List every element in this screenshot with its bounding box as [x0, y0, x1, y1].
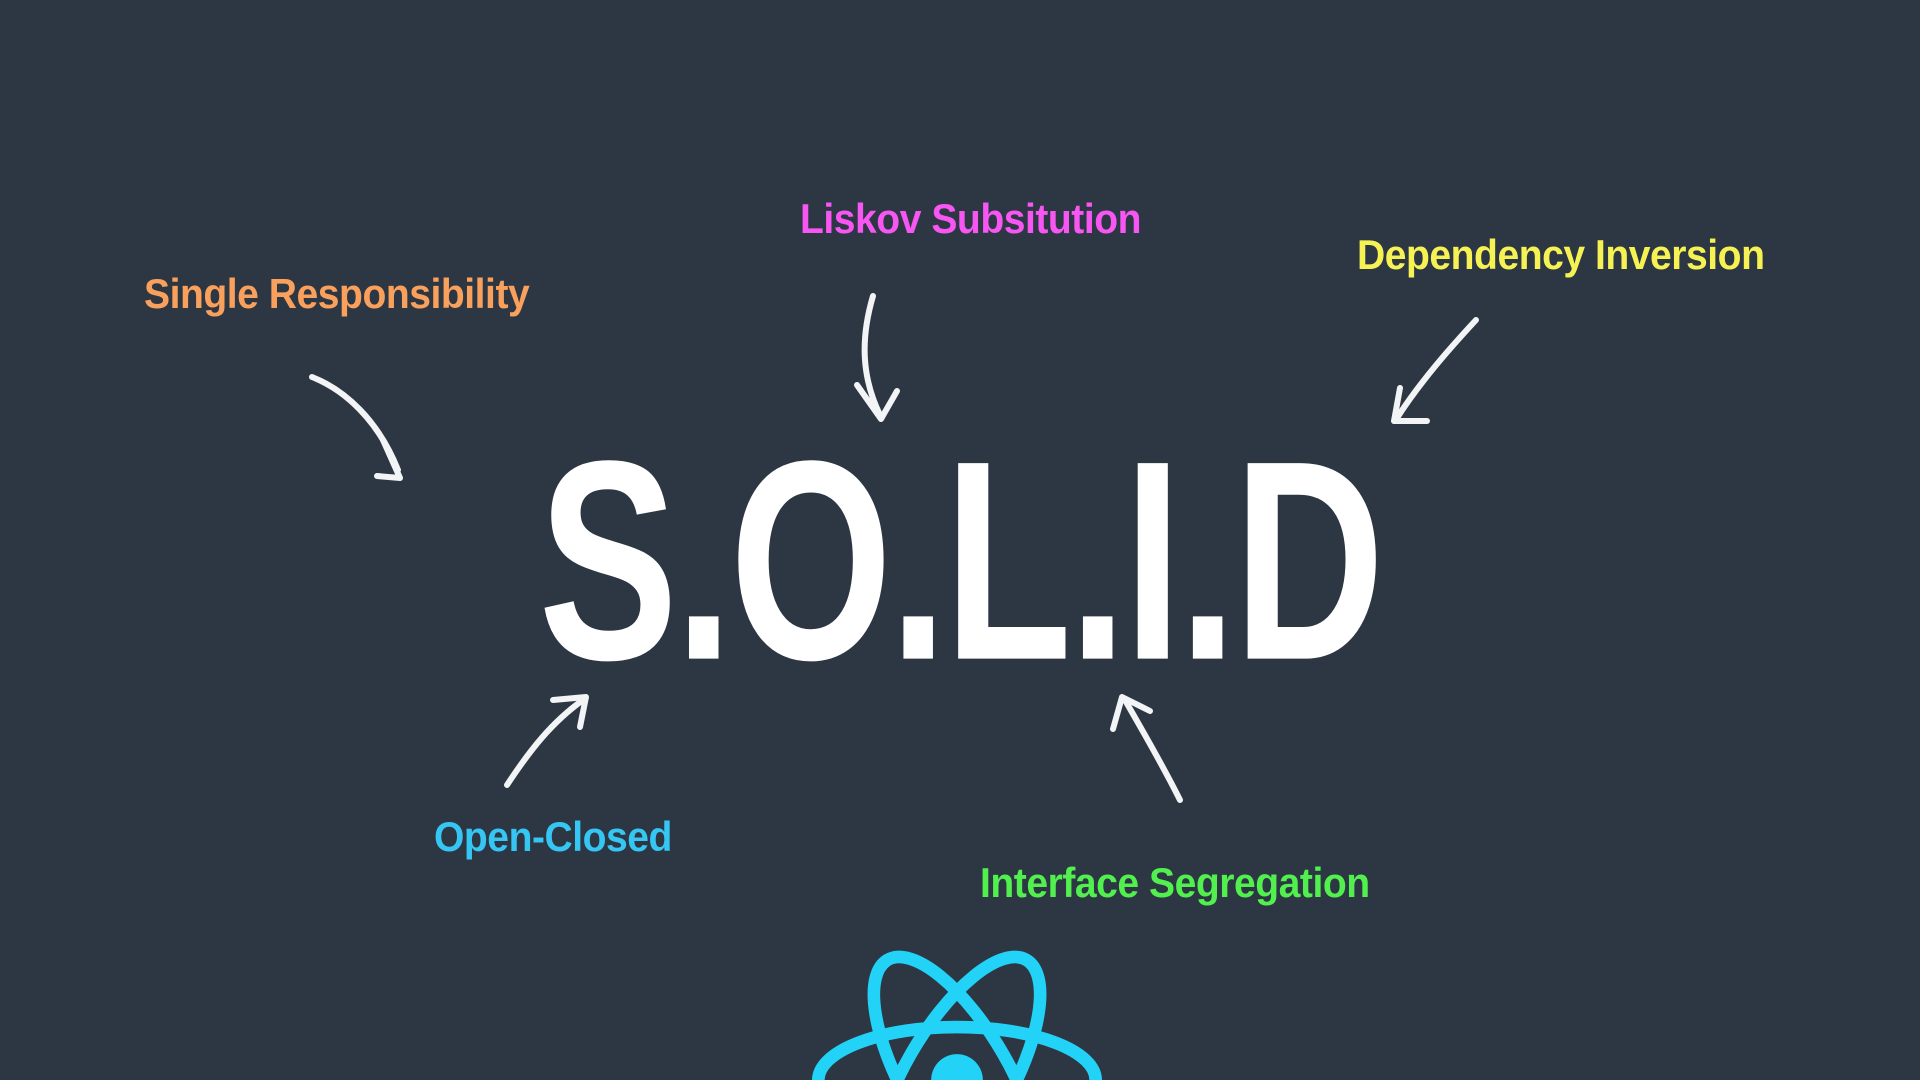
arrow-dependency-inversion-icon [1391, 317, 1479, 424]
page-title: S.O.L.I.D [538, 401, 1384, 720]
label-single-responsibility: Single Responsibility [144, 270, 530, 317]
react-logo [812, 950, 1102, 1080]
label-open-closed: Open-Closed [434, 813, 672, 860]
label-liskov-substitution: Liskov Subsitution [800, 195, 1142, 242]
label-dependency-inversion: Dependency Inversion [1357, 231, 1765, 278]
label-interface-segregation: Interface Segregation [980, 859, 1370, 906]
